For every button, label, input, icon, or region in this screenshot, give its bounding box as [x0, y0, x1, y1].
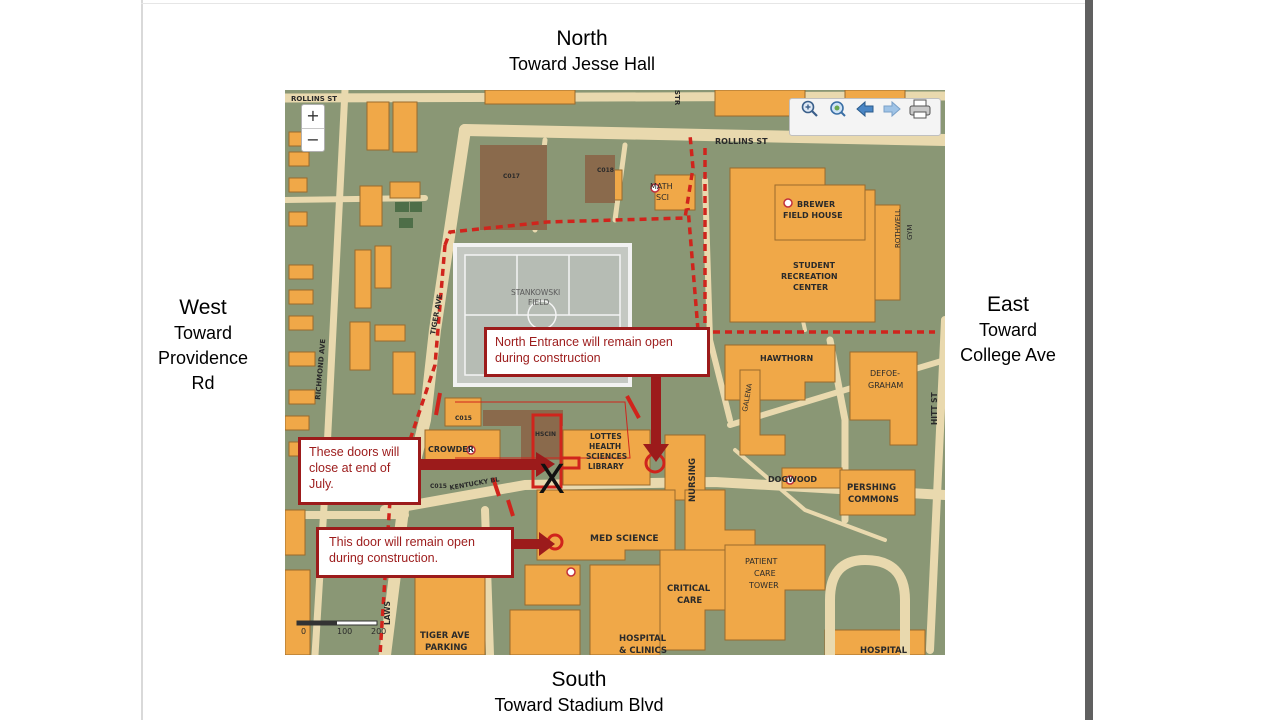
label-tower: TOWER: [748, 581, 779, 590]
callout-door-open: This door will remain open during constr…: [316, 527, 514, 578]
zoom-control: + −: [301, 104, 325, 152]
label-field: FIELD: [528, 298, 549, 307]
label-c018: C018: [597, 167, 614, 174]
scale-bar: [296, 620, 378, 626]
map-markers: [466, 183, 795, 577]
label-math: MATH: [650, 182, 673, 191]
label-graham: GRAHAM: [868, 381, 903, 390]
zoom-in-button[interactable]: +: [306, 106, 320, 125]
west-toward-line1: Toward: [173, 323, 233, 343]
street-rollins-right: ROLLINS ST: [715, 137, 768, 146]
closed-door-highlight: [531, 413, 666, 551]
label-stankowski: STANKOWSKI: [511, 288, 560, 297]
parking-lots: [480, 145, 615, 460]
label-hawthorn: HAWTHORN: [760, 354, 813, 363]
label-hospital-right: HOSPITAL: [860, 646, 908, 655]
construction-barrier-marks: [434, 392, 641, 517]
map-toolbar: [789, 98, 941, 136]
west-label-group: West Toward Providence Rd: [148, 295, 258, 396]
east-toward-line1: Toward: [978, 320, 1038, 340]
label-hospital: HOSPITAL: [619, 634, 667, 644]
green-trees: [395, 202, 422, 228]
west-label: West: [179, 296, 227, 319]
zoom-extent-icon[interactable]: [828, 99, 848, 119]
zoom-out-button[interactable]: −: [302, 128, 324, 152]
label-c015-a: C015: [455, 415, 472, 422]
north-label: North: [556, 27, 608, 50]
south-label-group: South Toward Stadium Blvd: [462, 667, 696, 718]
label-c017: C017: [503, 173, 520, 180]
slide-right-border: [1085, 0, 1093, 720]
map-canvas: ROLLINS ST ROLLINS ST TIGER AVE RICHMOND…: [285, 90, 945, 655]
label-patient: PATIENT: [745, 557, 777, 566]
west-toward-line2: Providence: [157, 348, 249, 368]
label-center: CENTER: [793, 283, 828, 292]
callout-north-entrance: North Entrance will remain open during c…: [484, 327, 710, 377]
south-toward-label: Toward Stadium Blvd: [494, 695, 664, 715]
street-hitt-st: HITT ST: [930, 392, 939, 425]
east-label: East: [986, 293, 1030, 316]
label-student: STUDENT: [793, 261, 836, 270]
west-toward-line3: Rd: [191, 373, 215, 393]
map-text-labels: ROLLINS ST ROLLINS ST TIGER AVE RICHMOND…: [291, 90, 939, 655]
scale-end: 200: [371, 627, 386, 636]
label-field-house: FIELD HOUSE: [783, 211, 843, 220]
forward-arrow-icon[interactable]: [882, 99, 902, 119]
slide-top-border: [141, 3, 1085, 4]
back-arrow-icon[interactable]: [855, 99, 875, 119]
campus-map[interactable]: ROLLINS ST ROLLINS ST TIGER AVE RICHMOND…: [285, 90, 945, 655]
label-med-science: MED SCIENCE: [590, 534, 659, 544]
east-label-group: East Toward College Ave: [952, 292, 1064, 368]
label-lottes: LOTTES: [590, 432, 622, 441]
print-icon[interactable]: [908, 99, 932, 119]
label-care-tower-1: CARE: [754, 569, 776, 578]
east-toward-line2: College Ave: [960, 345, 1056, 365]
zoom-in-icon[interactable]: [800, 99, 820, 119]
label-nursing: NURSING: [688, 458, 698, 502]
north-label-group: North Toward Jesse Hall: [482, 26, 682, 77]
label-recreation: RECREATION: [781, 272, 838, 281]
street-richmond-ave: RICHMOND AVE: [314, 338, 327, 400]
street-lawson: LAWS: [383, 601, 392, 625]
scale-zero: 0: [301, 627, 306, 636]
label-clinics: & CLINICS: [619, 646, 667, 655]
label-brewer: BREWER: [797, 200, 835, 209]
slide-left-border: [141, 0, 143, 720]
label-critical: CRITICAL: [667, 584, 711, 594]
closed-doors-x-mark: X: [538, 457, 565, 503]
label-sci: SCI: [656, 193, 669, 202]
label-hscin: HSCIN: [535, 431, 556, 438]
label-crowder: CROWDER: [428, 445, 474, 454]
label-health: HEALTH: [589, 442, 621, 451]
label-library: LIBRARY: [588, 462, 624, 471]
label-gym: GYM: [906, 225, 914, 240]
scale-mid: 100: [337, 627, 352, 636]
label-rothwell: ROTHWELL: [894, 209, 902, 248]
label-sciences: SCIENCES: [586, 452, 627, 461]
label-defoe: DEFOE-: [870, 369, 900, 378]
label-c015-b: C015: [430, 483, 447, 490]
north-toward-label: Toward Jesse Hall: [508, 54, 656, 74]
south-label: South: [551, 668, 607, 691]
label-commons: COMMONS: [848, 495, 899, 505]
street-str: STR: [673, 90, 681, 106]
label-pershing: PERSHING: [847, 483, 896, 493]
label-tiger-ave-parking: TIGER AVE: [420, 631, 470, 641]
label-parking: PARKING: [425, 643, 467, 653]
street-rollins-top: ROLLINS ST: [291, 95, 337, 103]
label-critical-care: CARE: [677, 596, 702, 606]
callout-arrows: [418, 374, 669, 556]
parking-lot-oval: [825, 554, 910, 655]
callout-doors-close: These doors will close at end of July.: [298, 437, 421, 505]
label-dogwood: DOGWOOD: [768, 475, 817, 484]
